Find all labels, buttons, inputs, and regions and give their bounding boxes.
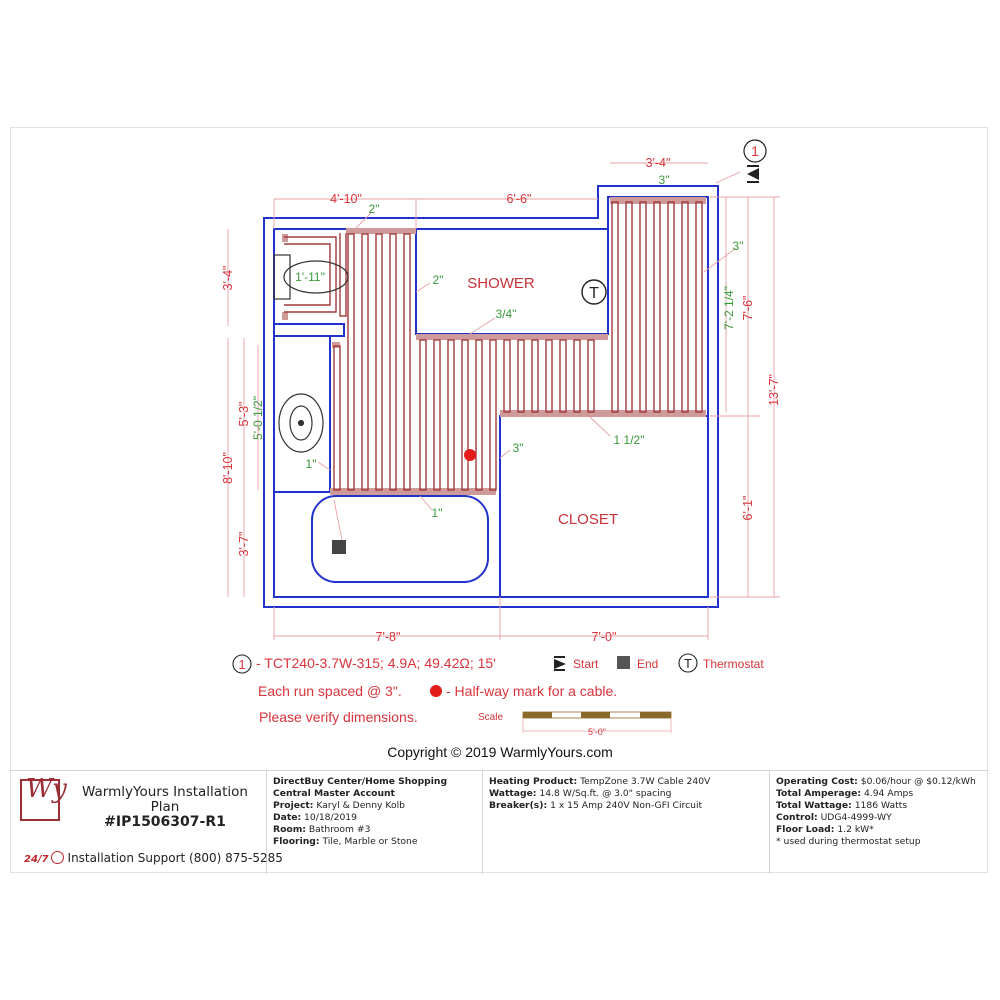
cable-number-marker: 1 xyxy=(743,139,767,163)
thermostat-icon: T xyxy=(581,279,607,305)
warmlyyours-logo-icon: Wy xyxy=(20,776,67,821)
svg-text:5'-0 1/2": 5'-0 1/2" xyxy=(251,396,265,440)
svg-text:3/4": 3/4" xyxy=(496,307,517,321)
svg-text:3'-4": 3'-4" xyxy=(221,266,235,291)
svg-text:7'-6": 7'-6" xyxy=(741,296,755,321)
legend-cable-number-icon: 1 xyxy=(232,654,252,674)
svg-text:3'-7": 3'-7" xyxy=(237,532,251,557)
svg-text:1'-11": 1'-11" xyxy=(295,270,325,284)
plan-number: #IP1506307-R1 xyxy=(104,814,226,830)
heating-cable-runs xyxy=(284,201,703,491)
legend-start-label: Start xyxy=(573,657,599,671)
svg-text:2": 2" xyxy=(369,202,380,216)
svg-text:7'-0": 7'-0" xyxy=(592,630,617,644)
end-marker-icon xyxy=(332,540,346,554)
title-block: Wy WarmlyYours Installation Plan #IP1506… xyxy=(10,770,988,874)
walls xyxy=(263,185,719,608)
toilet-tank xyxy=(273,254,291,300)
room-labels: SHOWER CLOSET xyxy=(467,275,618,528)
svg-text:7'-8": 7'-8" xyxy=(376,630,401,644)
cable-bands xyxy=(282,197,706,495)
legend-end-icon xyxy=(617,656,630,669)
legend-start-icon xyxy=(554,656,566,671)
cost-section: Operating Cost: $0.06/hour @ $0.12/kWh T… xyxy=(776,776,976,847)
heating-section: Heating Product: TempZone 3.7W Cable 240… xyxy=(483,771,770,874)
dimension-labels-red: 4'-10" 6'-6" 3'-4" 7'-8" 7'-0" 3'-4" 8'-… xyxy=(221,156,781,644)
svg-text:6'-1": 6'-1" xyxy=(741,496,755,521)
svg-text:T: T xyxy=(589,285,599,302)
svg-text:5'-0": 5'-0" xyxy=(588,727,606,737)
plan-title: WarmlyYours Installation Plan #IP1506307… xyxy=(70,785,260,830)
floor-plan: 4'-10" 6'-6" 3'-4" 7'-8" 7'-0" 3'-4" 8'-… xyxy=(221,139,781,737)
sink-outer xyxy=(278,393,324,453)
start-icon xyxy=(747,165,759,183)
svg-text:3": 3" xyxy=(659,173,670,187)
svg-text:8'-10": 8'-10" xyxy=(221,452,235,484)
svg-text:1": 1" xyxy=(432,506,443,520)
dimension-labels-green: 2" 2" 3/4" 3" 3" 1'-11" 1" 1" 3" 1 1/2" … xyxy=(251,173,743,520)
scale-bar: Scale 5'-0" xyxy=(478,711,672,737)
svg-text:7'-2 1/4": 7'-2 1/4" xyxy=(722,286,736,330)
clock-icon xyxy=(50,851,64,864)
svg-text:3": 3" xyxy=(733,239,744,253)
svg-text:1: 1 xyxy=(238,657,245,672)
brand-section: Wy WarmlyYours Installation Plan #IP1506… xyxy=(10,771,283,874)
svg-text:3": 3" xyxy=(513,441,524,455)
legend-thermostat-icon: T xyxy=(678,653,698,673)
svg-text:13'-7": 13'-7" xyxy=(767,374,781,406)
legend-cable-spec: - TCT240-3.7W-315; 4.9A; 49.42Ω; 15' xyxy=(256,655,496,671)
project-section: DirectBuy Center/Home Shopping Central M… xyxy=(267,771,483,874)
svg-text:3'-4": 3'-4" xyxy=(646,156,671,170)
svg-text:1: 1 xyxy=(751,143,759,159)
dimension-lines xyxy=(227,162,780,640)
svg-text:T: T xyxy=(684,656,692,671)
copyright: Copyright © 2019 WarmlyYours.com xyxy=(387,744,613,760)
legend-end-label: End xyxy=(637,657,659,671)
svg-text:6'-6": 6'-6" xyxy=(507,192,532,206)
legend-halfway-icon xyxy=(430,685,442,697)
legend-spacing-note: Each run spaced @ 3". xyxy=(258,683,402,699)
svg-text:2": 2" xyxy=(433,273,444,287)
svg-text:5'-3": 5'-3" xyxy=(237,402,251,427)
toilet-bowl xyxy=(283,260,349,294)
svg-text:4'-10": 4'-10" xyxy=(330,192,362,206)
legend-verify-note: Please verify dimensions. xyxy=(259,709,418,725)
halfway-mark-icon xyxy=(464,449,476,461)
svg-text:1": 1" xyxy=(306,457,317,471)
legend-halfway-note: - Half-way mark for a cable. xyxy=(446,683,618,699)
svg-text:Scale: Scale xyxy=(478,712,503,723)
fixtures xyxy=(273,254,349,453)
room-label-shower: SHOWER xyxy=(467,275,535,292)
sink-inner xyxy=(289,405,313,441)
room-label-closet: CLOSET xyxy=(558,511,618,528)
svg-text:1 1/2": 1 1/2" xyxy=(614,433,645,447)
support-247-icon: 24/7 xyxy=(24,854,49,865)
legend-thermostat-label: Thermostat xyxy=(703,657,764,671)
